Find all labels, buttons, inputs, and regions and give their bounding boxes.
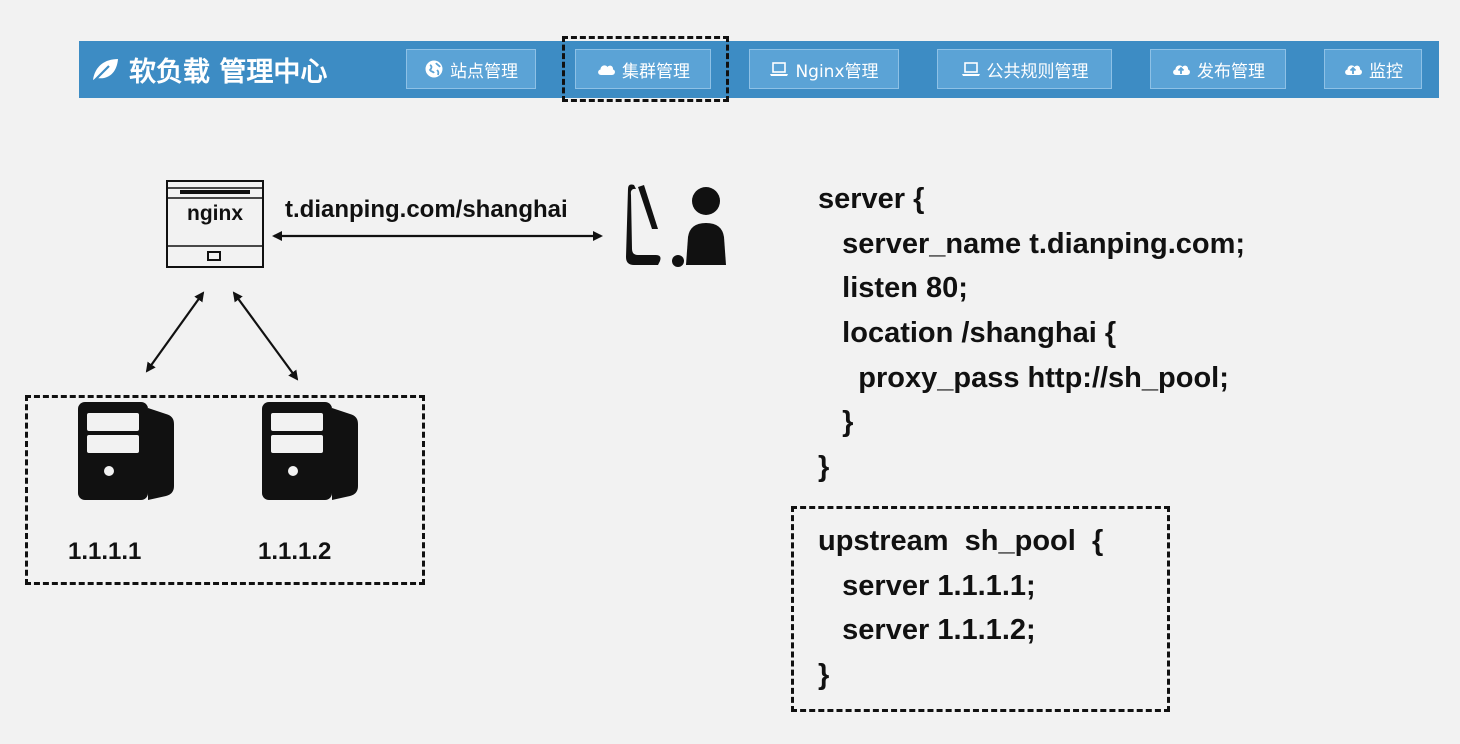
server-2-icon: [262, 402, 358, 500]
nav-cluster-management[interactable]: 集群管理: [575, 49, 711, 89]
nav-label: 发布管理: [1197, 61, 1265, 82]
code-line: server_name t.dianping.com;: [818, 228, 1246, 260]
cloud-icon: [598, 65, 615, 75]
nav-label: 集群管理: [622, 61, 690, 82]
nginx-server: nginx: [166, 180, 264, 268]
user-at-computer-icon: [626, 184, 726, 267]
brand-title: 软负载 管理中心: [129, 57, 328, 88]
nginx-label: nginx: [187, 202, 243, 225]
nginx-server-icon: [168, 187, 262, 261]
laptop-icon: [770, 62, 789, 76]
code-line: server 1.1.1.1;: [818, 570, 1036, 602]
server-1-ip: 1.1.1.1: [68, 538, 142, 565]
code-line: }: [818, 451, 830, 483]
server-pool: [25, 395, 425, 585]
code-line: listen 80;: [818, 272, 968, 304]
server-1-icon: [78, 402, 174, 500]
code-line: }: [818, 406, 854, 438]
code-line: upstream sh_pool {: [818, 525, 1104, 557]
nav-label: Nginx管理: [795, 61, 879, 82]
laptop-icon: [961, 62, 980, 76]
nav-public-rules-management[interactable]: 公共规则管理: [937, 49, 1112, 89]
code-line: proxy_pass http://sh_pool;: [818, 362, 1229, 394]
arrow-nginx-server2: [232, 291, 299, 381]
leaf-icon: [92, 58, 118, 83]
highlight-box: [562, 36, 729, 102]
cloud-upload-icon: [1345, 65, 1362, 75]
brand[interactable]: 软负载 管理中心: [89, 41, 327, 98]
nav-label: 公共规则管理: [986, 61, 1089, 82]
code-line: }: [818, 659, 830, 691]
code-line: server {: [818, 183, 925, 215]
nav-site-management[interactable]: 站点管理: [406, 49, 536, 89]
cloud-upload-icon: [1173, 65, 1190, 75]
top-navbar: 软负载 管理中心 站点管理 集群管理 Nginx管理 公共规则管理: [79, 41, 1439, 98]
nav-label: 监控: [1369, 61, 1403, 82]
server-2-ip: 1.1.1.2: [258, 538, 332, 565]
code-line: location /shanghai {: [818, 317, 1117, 349]
request-url: t.dianping.com/shanghai: [285, 196, 568, 223]
nav-monitoring[interactable]: 监控: [1324, 49, 1422, 89]
nav-release-management[interactable]: 发布管理: [1150, 49, 1286, 89]
upstream-block-highlight: [791, 506, 1170, 712]
arrow-nginx-server1: [145, 291, 205, 373]
code-line: server 1.1.1.2;: [818, 614, 1036, 646]
nav-label: 站点管理: [450, 61, 518, 82]
nav-nginx-management[interactable]: Nginx管理: [749, 49, 899, 89]
globe-icon: [425, 60, 443, 78]
